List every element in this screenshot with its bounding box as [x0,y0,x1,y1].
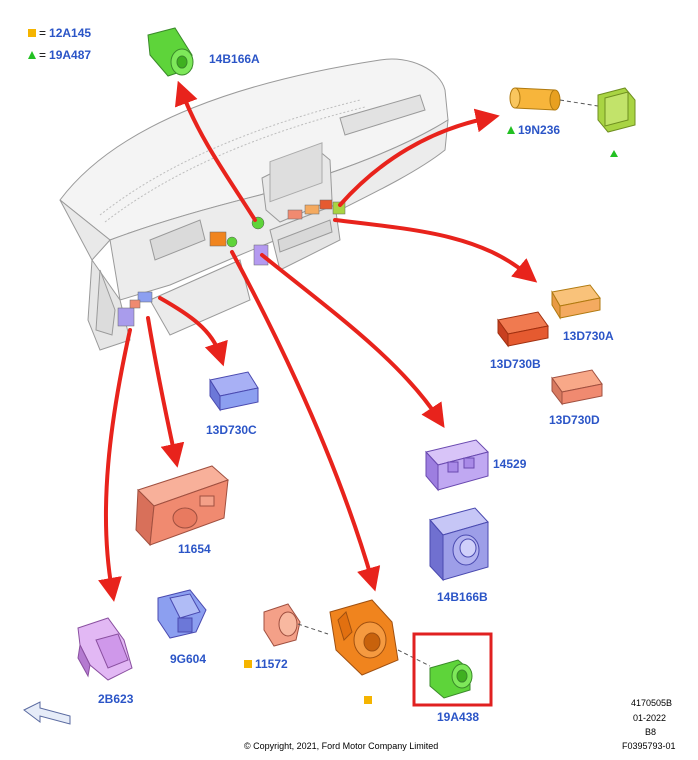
legend-equals: = [39,48,47,62]
part-11654 [135,465,229,547]
label-14B166A: 14B166A [209,52,260,66]
square-marker-icon [244,660,252,668]
highlight-box-19A438 [412,632,493,707]
label-11654: 11654 [178,542,211,556]
label-13D730A: 13D730A [563,329,614,343]
triangle-marker-19N236-part [610,150,618,157]
triangle-marker-icon [507,126,515,134]
label-13D730C: 13D730C [206,423,257,437]
part-14B166B [429,507,489,582]
arrow-to-13D730C [158,296,228,367]
legend-triangle-label: 19A487 [49,48,92,62]
arrow-to-switch-cluster [230,250,381,592]
label-13D730D: 13D730D [549,413,600,427]
copyright-text: © Copyright, 2021, Ford Motor Company Li… [244,741,439,751]
part-13D730C [209,371,259,412]
legend-square-row: =12A145 [28,26,91,40]
orientation-arrow-icon [23,701,71,725]
label-19N236: 19N236 [507,123,560,137]
document-revision: B8 [645,727,657,737]
legend-triangle-icon [28,51,36,59]
arrow-to-2B623 [98,328,132,602]
part-13D730B [497,311,549,348]
part-14529 [425,439,489,492]
label-14529: 14529 [493,457,527,471]
legend-square-label: 12A145 [49,26,92,40]
label-11572: 11572 [244,657,288,671]
dash-part-markers [117,199,346,327]
part-11572 [263,603,329,647]
part-switch-housing [329,599,431,676]
part-13D730A [551,284,601,320]
document-date: 01-2022 [633,713,667,723]
dashboard-illustration [59,58,449,351]
arrow-to-14B166A [174,80,257,222]
part-19A438 [429,659,473,699]
label-19N236-text: 19N236 [518,123,561,137]
part-2B623 [77,617,133,681]
legend-equals: = [39,26,47,40]
part-19N236 [509,87,636,133]
arrow-to-19N236 [338,108,500,207]
callout-arrows [98,80,538,602]
figure-number: F0395793-01 [622,741,676,751]
legend-square-icon [28,29,36,37]
label-11572-text: 11572 [255,657,288,671]
arrow-to-13D730 [333,218,538,283]
label-2B623: 2B623 [98,692,134,706]
arrow-to-11654 [146,316,185,468]
label-19A438: 19A438 [437,710,480,724]
legend-triangle-row: =19A487 [28,48,91,62]
part-13D730D [551,369,603,406]
document-code: 4170505B [631,698,673,708]
square-marker-switch [364,696,372,704]
label-9G604: 9G604 [170,652,207,666]
label-14B166B: 14B166B [437,590,488,604]
label-13D730B: 13D730B [490,357,541,371]
part-9G604 [157,589,207,639]
arrow-to-14529 [260,253,445,429]
part-14B166A-top-knob [147,27,194,77]
